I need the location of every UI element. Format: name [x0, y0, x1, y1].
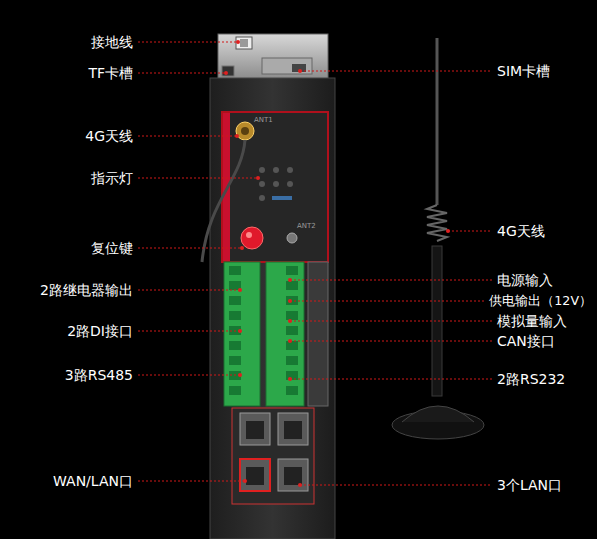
callout-label: 接地线	[91, 32, 133, 52]
callout-label: 2路DI接口	[67, 321, 133, 341]
callout-label: CAN接口	[497, 331, 555, 351]
callout-label: TF卡槽	[88, 63, 133, 83]
callout-label: 指示灯	[91, 168, 133, 188]
callout-label: 3个LAN口	[497, 475, 562, 495]
callout-label: 电源输入	[497, 270, 553, 290]
port-marking: ANT2	[297, 222, 316, 230]
callout-label: 模拟量输入	[497, 311, 567, 331]
callout-label: 4G天线	[497, 221, 545, 241]
port-marking: ANT1	[254, 116, 273, 124]
callout-label: 供电输出（12V）	[489, 291, 592, 311]
callout-label: SIM卡槽	[497, 61, 550, 81]
callout-label: 复位键	[91, 238, 133, 258]
callout-label: 3路RS485	[65, 365, 133, 385]
callout-label: WAN/LAN口	[53, 471, 133, 491]
callout-label: 2路RS232	[497, 369, 565, 389]
callout-label: 2路继电器输出	[40, 280, 133, 300]
callout-label: 4G天线	[85, 126, 133, 146]
